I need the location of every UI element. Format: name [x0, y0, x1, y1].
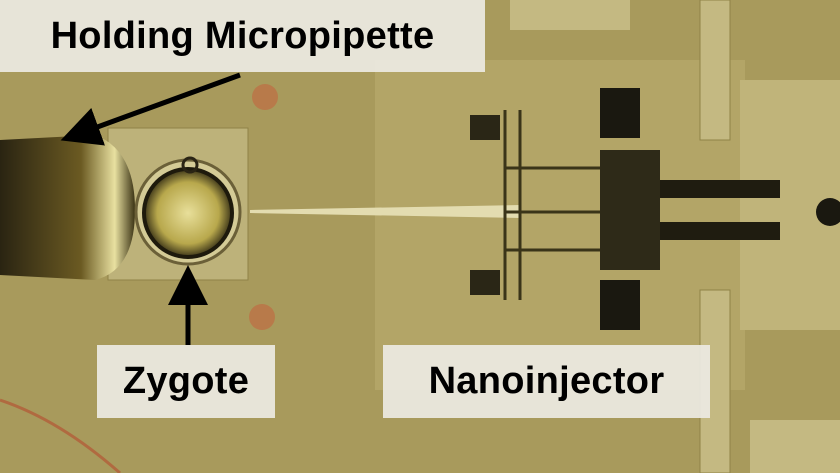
holding-pipette [0, 135, 135, 280]
nanoinjector-label: Nanoinjector [383, 345, 710, 418]
contact-pad [249, 304, 275, 330]
contact-pad [252, 84, 278, 110]
zygote-label: Zygote [97, 345, 275, 418]
zygote [142, 167, 234, 259]
holding-micropipette-label: Holding Micropipette [0, 0, 485, 72]
injection-needle [250, 205, 520, 218]
